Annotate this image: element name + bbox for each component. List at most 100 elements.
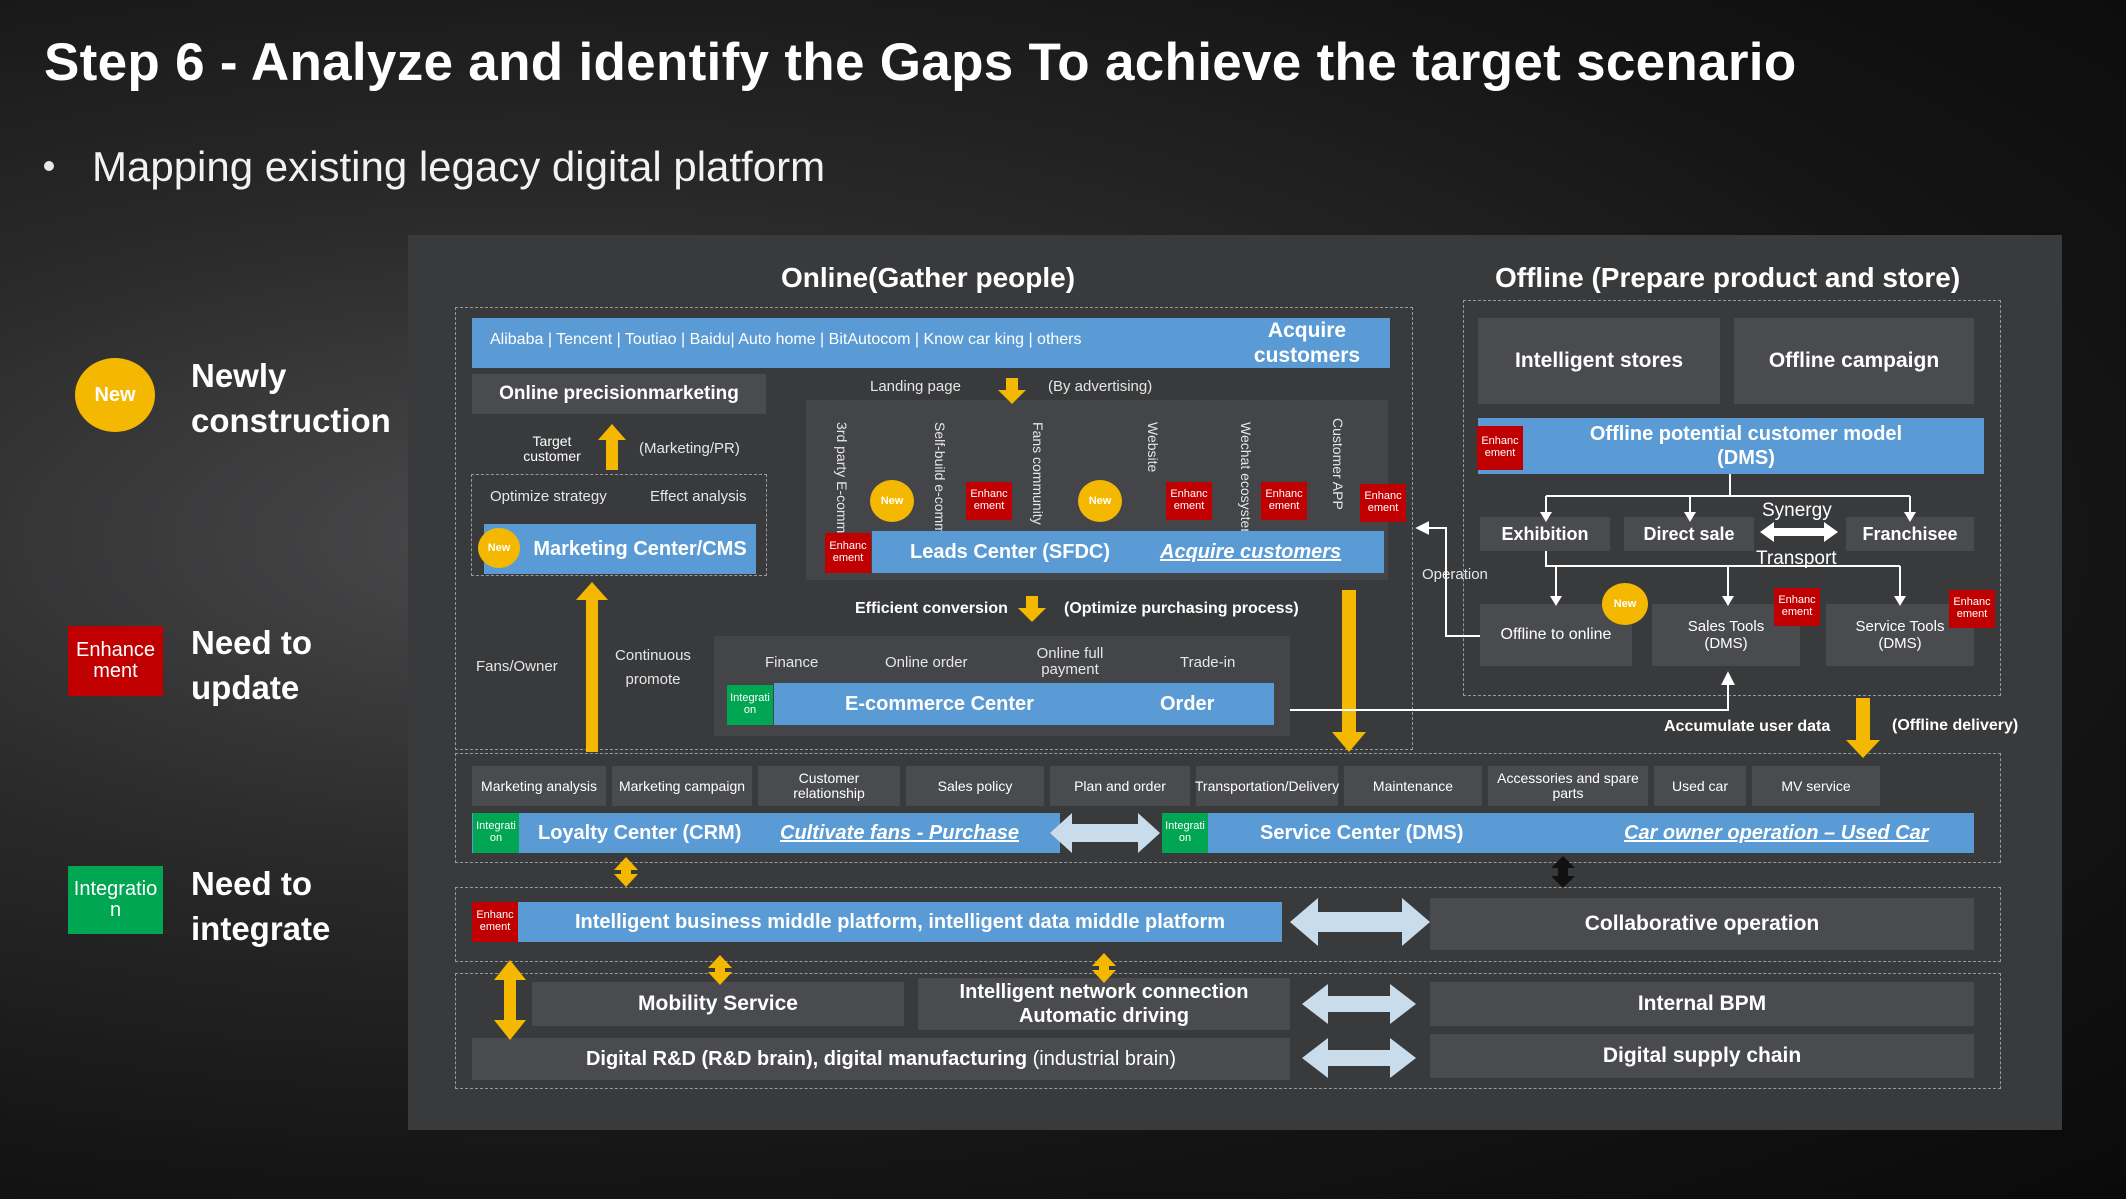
service-item: Transportation/Delivery xyxy=(1195,766,1339,806)
rnd-suffix: (industrial brain) xyxy=(1032,1047,1177,1070)
legend-integrate-line1: Need to xyxy=(191,865,313,902)
service-center-dms: Service Center (DMS) xyxy=(1260,822,1464,844)
offline-potential-customer-model: Offline potential customer model (DMS) xyxy=(1478,418,1984,474)
target-customer-label: Target customer xyxy=(508,434,596,463)
collaborative-operation: Collaborative operation xyxy=(1430,898,1974,950)
network-line2: Automatic driving xyxy=(1018,1005,1189,1027)
legend-update-badge: Enhancement xyxy=(68,626,163,696)
potential-line1: Offline potential customer model xyxy=(1589,423,1903,445)
organized-arrow-label: Organized xyxy=(1330,914,1390,930)
payment-line2: payment xyxy=(1041,660,1099,678)
online-precision-marketing: Online precisionmarketing xyxy=(472,374,766,414)
target-line1: Target xyxy=(532,433,572,449)
online-frame xyxy=(455,307,1413,750)
loyalty-center-crm: Loyalty Center (CRM) xyxy=(538,822,742,844)
new-badge-marketing: New xyxy=(478,528,520,568)
legend-update-line2: update xyxy=(191,669,300,706)
service-item: Marketing analysis xyxy=(472,766,606,806)
network-line1: Intelligent network connection xyxy=(959,981,1249,1003)
new-badge-fans-community: New xyxy=(1078,480,1122,522)
optimize-purchasing-label: (Optimize purchasing process) xyxy=(1064,600,1299,617)
offline-campaign: Offline campaign xyxy=(1734,318,1974,404)
loyalty-center-bar xyxy=(472,813,1060,853)
internal-bpm: Internal BPM xyxy=(1430,982,1974,1026)
channel-bar xyxy=(472,318,1390,368)
digital-supply-chain: Digital supply chain xyxy=(1430,1034,1974,1078)
integ-badge-ecommerce: Integration xyxy=(727,685,773,725)
continuous-line2: promote xyxy=(625,671,681,688)
page-title: Step 6 - Analyze and identify the Gaps T… xyxy=(44,33,1797,92)
subtitle: Mapping existing legacy digital platform xyxy=(44,143,825,191)
middle-platform-frame xyxy=(455,887,2001,962)
legend-update-line1: Need to xyxy=(191,624,313,661)
legend-integrate-label: Need to integrate xyxy=(191,861,330,951)
exhibition: Exhibition xyxy=(1480,517,1610,551)
new-badge-3rd-party: New xyxy=(870,480,914,522)
franchisee: Franchisee xyxy=(1846,517,1974,551)
legend-new-label: Newly construction xyxy=(191,353,391,443)
new-badge-offline-to-online: New xyxy=(1602,583,1648,625)
enh-badge-potential-model: Enhancement xyxy=(1477,426,1523,470)
integ-badge-service-center: Integration xyxy=(1162,813,1208,853)
enh-badge-sales-tools: Enhancement xyxy=(1774,588,1820,626)
acquire-customers-label: Acquire customers xyxy=(1232,317,1382,369)
leads-center-bar xyxy=(872,531,1384,573)
acquire-line1: Acquire xyxy=(1267,318,1347,342)
ecommerce-center: E-commerce Center xyxy=(845,693,1034,715)
service-item: Used car xyxy=(1654,766,1746,806)
intelligent-stores: Intelligent stores xyxy=(1478,318,1720,404)
efficient-conversion-label: Efficient conversion xyxy=(855,600,1008,617)
trade-in-label: Trade-in xyxy=(1180,654,1236,671)
channel-fans-community: Fans community xyxy=(1030,422,1046,525)
service-frame xyxy=(455,753,2001,863)
enh-badge-customer-app: Enhancement xyxy=(1360,484,1406,522)
legend-integrate-line2: integrate xyxy=(191,910,331,947)
marketing-center-cms: Marketing Center/CMS xyxy=(484,524,756,574)
leads-center-sfdc: Leads Center (SFDC) xyxy=(910,541,1111,563)
enh-badge-middle-platform: Enhancement xyxy=(472,902,518,942)
online-order-label: Online order xyxy=(885,654,968,671)
bullet-icon xyxy=(44,160,54,171)
service-item: Accessories and spare parts xyxy=(1488,766,1648,806)
ecommerce-center-bar xyxy=(774,683,1274,725)
channel-customer-app: Customer APP xyxy=(1330,418,1346,510)
potential-line2: (DMS) xyxy=(1717,447,1775,469)
leads-acquire-customers: Acquire customers xyxy=(1160,541,1342,563)
channel-wechat-ecosystem: Wechat ecosystem xyxy=(1238,422,1254,541)
service-item: Customer relationship xyxy=(758,766,900,806)
channel-self-build-ecommerce: Self-build e-commerce xyxy=(932,422,948,563)
online-full-payment-label: Online full payment xyxy=(1020,646,1120,678)
legend-update-label: Need to update xyxy=(191,620,312,710)
legend-integrate-badge: Integration xyxy=(68,866,163,934)
enh-badge-service-tools: Enhancement xyxy=(1949,590,1995,628)
enh-badge-wechat: Enhancement xyxy=(1261,482,1307,520)
channel-website: Website xyxy=(1145,422,1161,473)
enh-badge-leads-center: Enhancement xyxy=(825,533,871,573)
service-item: Sales policy xyxy=(906,766,1044,806)
car-owner-operation: Car owner operation – Used Car xyxy=(1624,822,1929,844)
transport-label: Transport xyxy=(1756,548,1837,569)
legend-new-badge: New xyxy=(75,358,155,432)
offline-header: Offline (Prepare product and store) xyxy=(1495,262,1961,293)
by-advertising-label: (By advertising) xyxy=(1048,378,1153,395)
landing-page-label: Landing page xyxy=(870,378,961,395)
cultivate-fans-purchase: Cultivate fans - Purchase xyxy=(780,822,1019,844)
channel-3rd-party-ecommerce: 3rd party E-commerce xyxy=(834,422,850,561)
offline-delivery-label: (Offline delivery) xyxy=(1892,717,2019,734)
online-header: Online(Gather people) xyxy=(781,262,1076,293)
legend-new-line2: construction xyxy=(191,402,391,439)
enh-badge-self-build: Enhancement xyxy=(966,482,1012,520)
offline-frame xyxy=(1463,300,2001,696)
continuous-line1: Continuous xyxy=(615,647,691,664)
service-item: MV service xyxy=(1752,766,1880,806)
offline-to-online: Offline to online xyxy=(1480,604,1632,666)
marketing-frame xyxy=(471,474,767,576)
effect-analysis-label: Effect analysis xyxy=(650,488,747,505)
marketing-pr-label: (Marketing/PR) xyxy=(639,440,740,457)
foundation-frame xyxy=(455,973,2001,1089)
sales-tools-line1: Sales Tools xyxy=(1687,617,1765,635)
operation-label: Operation xyxy=(1422,566,1488,583)
fans-owner-label: Fans/Owner xyxy=(476,658,558,675)
synergy-label: Synergy xyxy=(1762,500,1832,521)
